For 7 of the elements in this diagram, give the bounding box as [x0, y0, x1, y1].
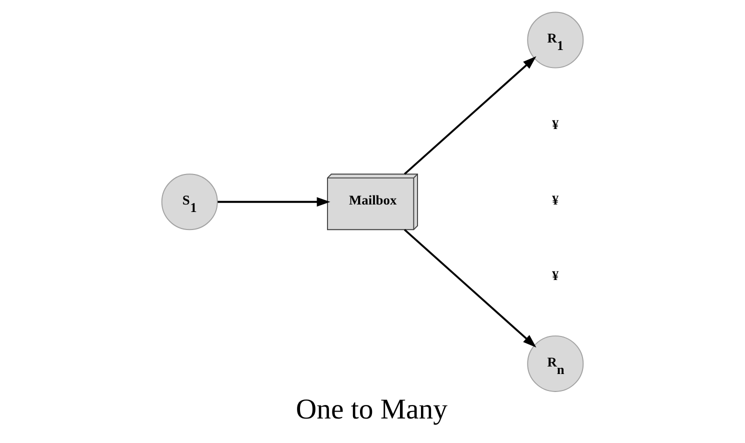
label: ¥	[552, 268, 559, 284]
label: ¥	[552, 192, 559, 208]
arrow	[218, 197, 330, 207]
label: ¥	[552, 116, 559, 132]
caption: One to Many	[296, 393, 448, 426]
arrow	[404, 228, 536, 348]
arrow	[404, 56, 536, 175]
